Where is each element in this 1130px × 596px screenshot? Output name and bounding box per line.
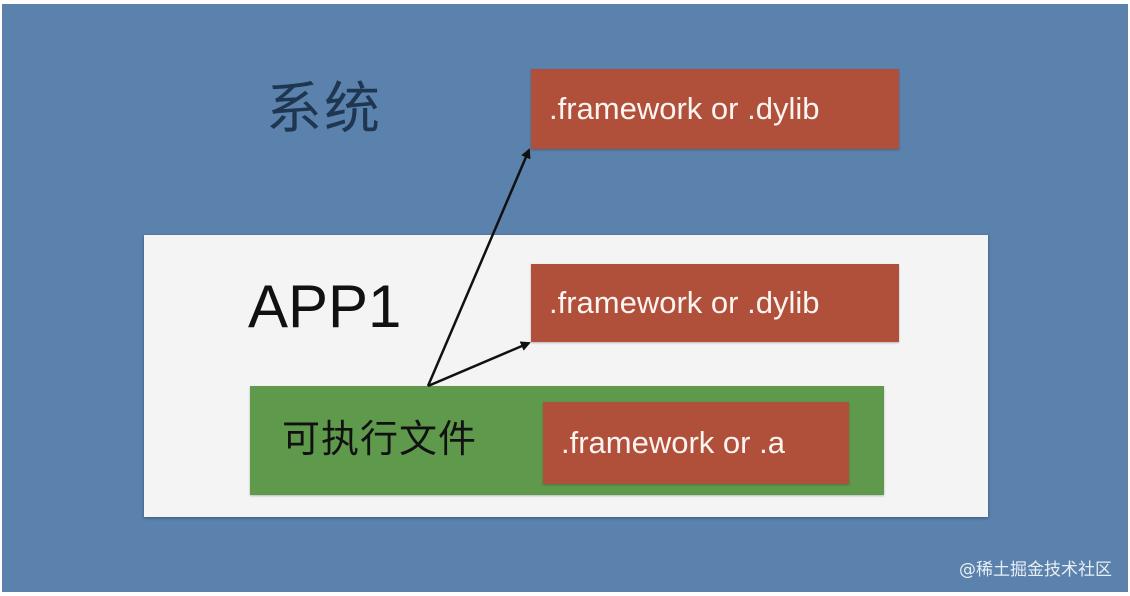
system-label: 系统 [266,77,382,142]
app-label: APP1 [248,273,402,340]
app-library-label: .framework or .dylib [549,285,820,320]
system-library-label: .framework or .dylib [549,91,820,126]
executable-library-box: .framework or .a [543,402,849,484]
app-library-box: .framework or .dylib [531,264,899,342]
system-library-box: .framework or .dylib [531,69,899,149]
executable-label: 可执行文件 [282,417,478,461]
executable-library-label: .framework or .a [561,425,785,460]
watermark: @稀土掘金技术社区 [959,560,1112,580]
